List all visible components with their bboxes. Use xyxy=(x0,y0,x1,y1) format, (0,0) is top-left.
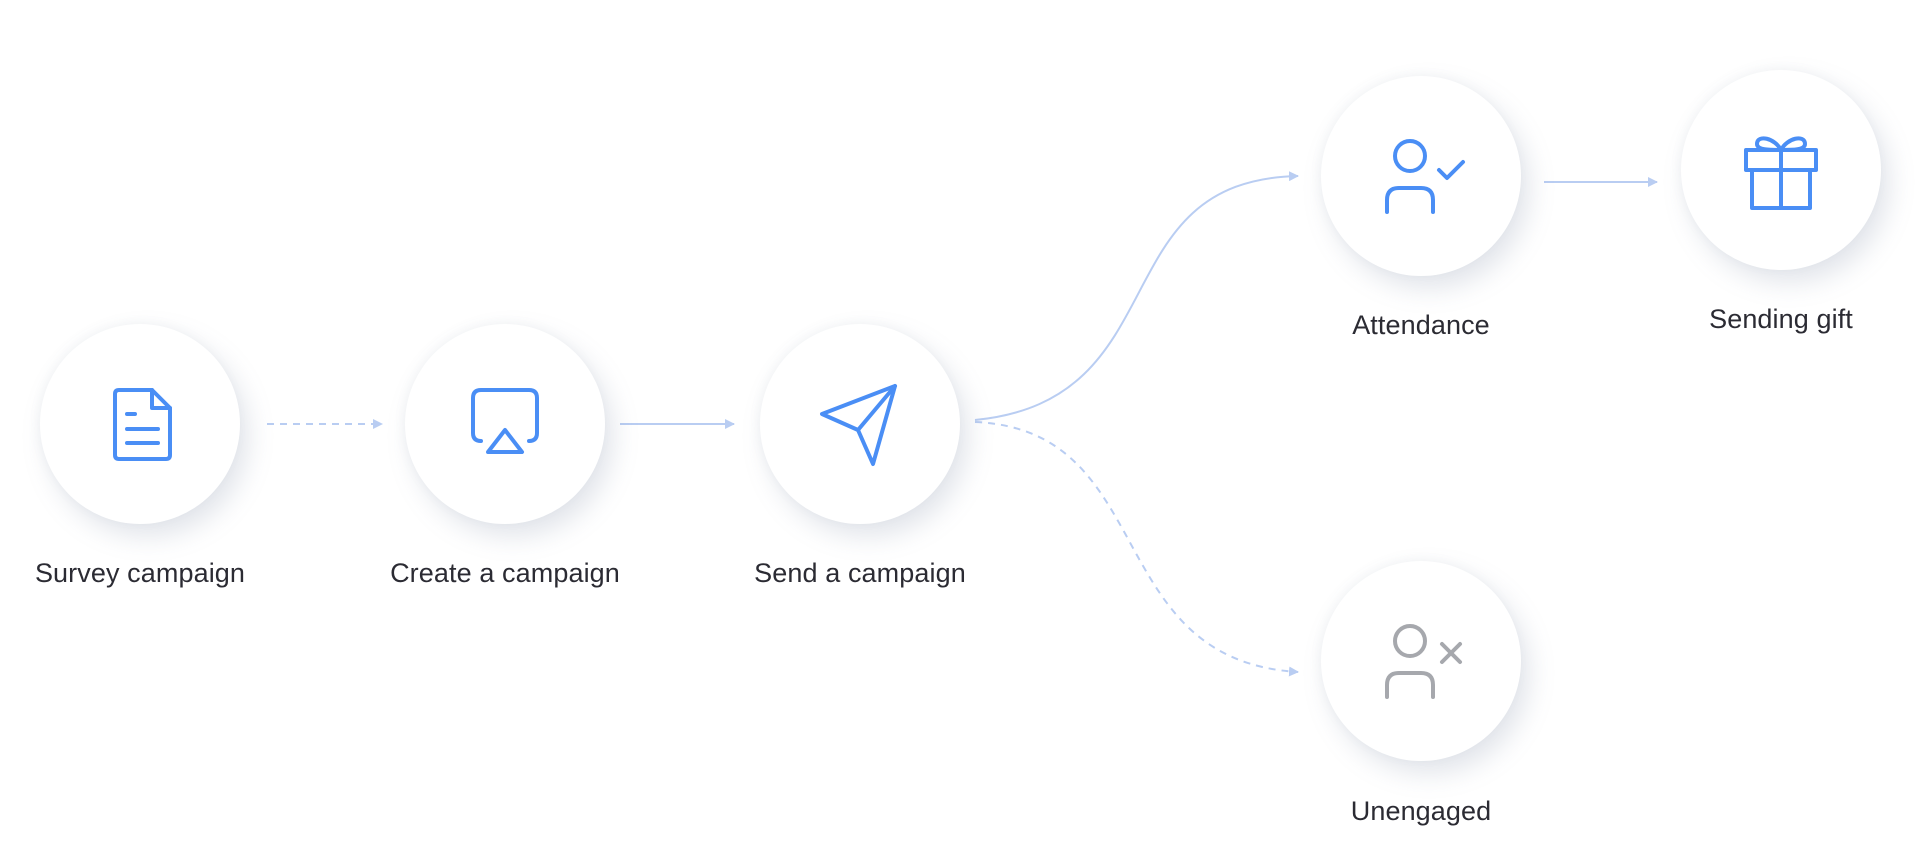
node-label-attendance: Attendance xyxy=(1352,310,1490,340)
node-label-sending-gift: Sending gift xyxy=(1709,304,1853,334)
node-survey-campaign[interactable] xyxy=(40,324,240,524)
document-icon xyxy=(113,388,172,461)
paper-plane-icon xyxy=(820,384,897,466)
node-label-create-campaign: Create a campaign xyxy=(390,558,620,588)
node-attendance[interactable] xyxy=(1321,76,1521,276)
node-label-survey-campaign: Survey campaign xyxy=(34,558,246,588)
node-unengaged[interactable] xyxy=(1321,561,1521,761)
user-check-icon xyxy=(1385,139,1465,214)
gift-icon xyxy=(1744,136,1818,210)
connector-send-to-unengaged xyxy=(974,421,1299,677)
user-x-icon xyxy=(1385,624,1462,699)
node-label-send-campaign: Send a campaign xyxy=(754,558,966,588)
node-sending-gift[interactable] xyxy=(1681,70,1881,270)
airplay-icon xyxy=(471,388,539,454)
node-send-campaign[interactable] xyxy=(760,324,960,524)
connector-send-to-attendance xyxy=(974,171,1299,421)
node-label-unengaged: Unengaged xyxy=(1350,796,1492,826)
node-create-campaign[interactable] xyxy=(405,324,605,524)
